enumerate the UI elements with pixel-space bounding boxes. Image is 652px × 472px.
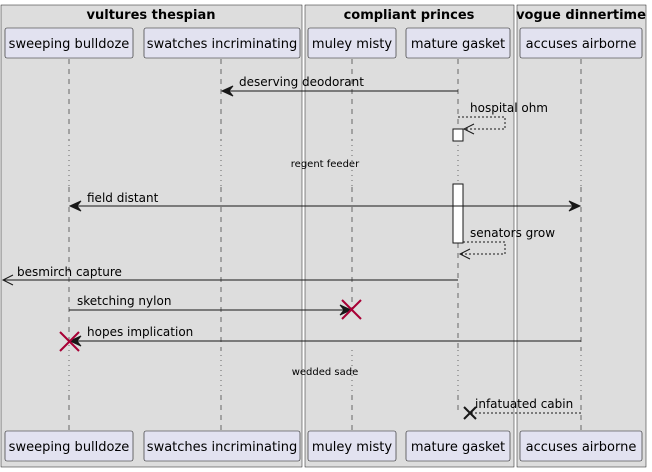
message-sketching-nylon[interactable]: sketching nylon — [69, 294, 353, 316]
message-hospital-ohm[interactable]: hospital ohm — [458, 101, 548, 135]
arrowhead-icon — [1, 274, 14, 286]
activation-bar — [452, 128, 464, 142]
participant-label: sweeping bulldoze — [9, 440, 130, 455]
participant-label: muley misty — [312, 440, 392, 455]
participant-sweeping-bulldoze-top[interactable]: sweeping bulldoze — [4, 27, 134, 59]
arrowhead-icon — [68, 335, 82, 347]
divider-label: wedded sade — [292, 367, 359, 378]
activation-bar — [452, 183, 464, 244]
arrowhead-icon — [220, 85, 234, 97]
box-vogue-dinnertime: vogue dinnertime — [516, 4, 647, 468]
message-label: hospital ohm — [470, 101, 548, 115]
participant-muley-misty-bottom[interactable]: muley misty — [307, 430, 397, 462]
participant-label: mature gasket — [411, 37, 505, 52]
participant-mature-gasket-top[interactable]: mature gasket — [405, 27, 511, 59]
message-besmirch-capture[interactable]: besmirch capture — [1, 265, 458, 286]
participant-accuses-airborne-bottom[interactable]: accuses airborne — [519, 430, 643, 462]
message-label: senators grow — [470, 226, 555, 240]
arrowhead-icon — [462, 123, 475, 135]
message-label: hopes implication — [87, 325, 193, 339]
divider-label: regent feeder — [291, 159, 360, 170]
message-hopes-implication[interactable]: hopes implication — [68, 325, 581, 347]
message-label: sketching nylon — [77, 294, 171, 308]
participant-label: muley misty — [312, 37, 392, 52]
participant-swatches-incriminating-bottom[interactable]: swatches incriminating — [143, 430, 301, 462]
participant-label: swatches incriminating — [147, 37, 297, 52]
message-infatuated-cabin[interactable]: infatuated cabin — [470, 397, 581, 414]
message-senators-grow[interactable]: senators grow — [458, 226, 555, 260]
participant-label: accuses airborne — [526, 440, 637, 455]
arrowhead-icon — [568, 200, 582, 212]
message-label: deserving deodorant — [239, 75, 364, 89]
box-title: vogue dinnertime — [516, 8, 646, 23]
message-label: field distant — [87, 191, 159, 205]
participant-label: accuses airborne — [526, 37, 637, 52]
arrowhead-icon — [339, 304, 353, 316]
box-vultures-thespian: vultures thespian — [0, 4, 303, 468]
destroy-icon — [59, 331, 80, 352]
participant-swatches-incriminating-top[interactable]: swatches incriminating — [143, 27, 301, 59]
participant-label: swatches incriminating — [147, 440, 297, 455]
message-label: infatuated cabin — [475, 397, 573, 411]
destroy-icon — [341, 299, 362, 320]
cross-icon — [463, 406, 477, 420]
participant-sweeping-bulldoze-bottom[interactable]: sweeping bulldoze — [4, 430, 134, 462]
message-deserving-deodorant[interactable]: deserving deodorant — [220, 75, 458, 97]
message-field-distant[interactable]: field distant — [68, 191, 582, 212]
participant-muley-misty-top[interactable]: muley misty — [307, 27, 397, 59]
message-label: besmirch capture — [17, 265, 122, 279]
box-compliant-princes: compliant princes — [304, 4, 515, 468]
participant-label: sweeping bulldoze — [9, 37, 130, 52]
box-title: vultures thespian — [87, 8, 216, 23]
participant-accuses-airborne-top[interactable]: accuses airborne — [519, 27, 643, 59]
arrowhead-icon — [68, 200, 82, 212]
participant-label: mature gasket — [411, 440, 505, 455]
participant-mature-gasket-bottom[interactable]: mature gasket — [405, 430, 511, 462]
arrowhead-icon — [458, 248, 471, 260]
box-title: compliant princes — [344, 8, 475, 23]
